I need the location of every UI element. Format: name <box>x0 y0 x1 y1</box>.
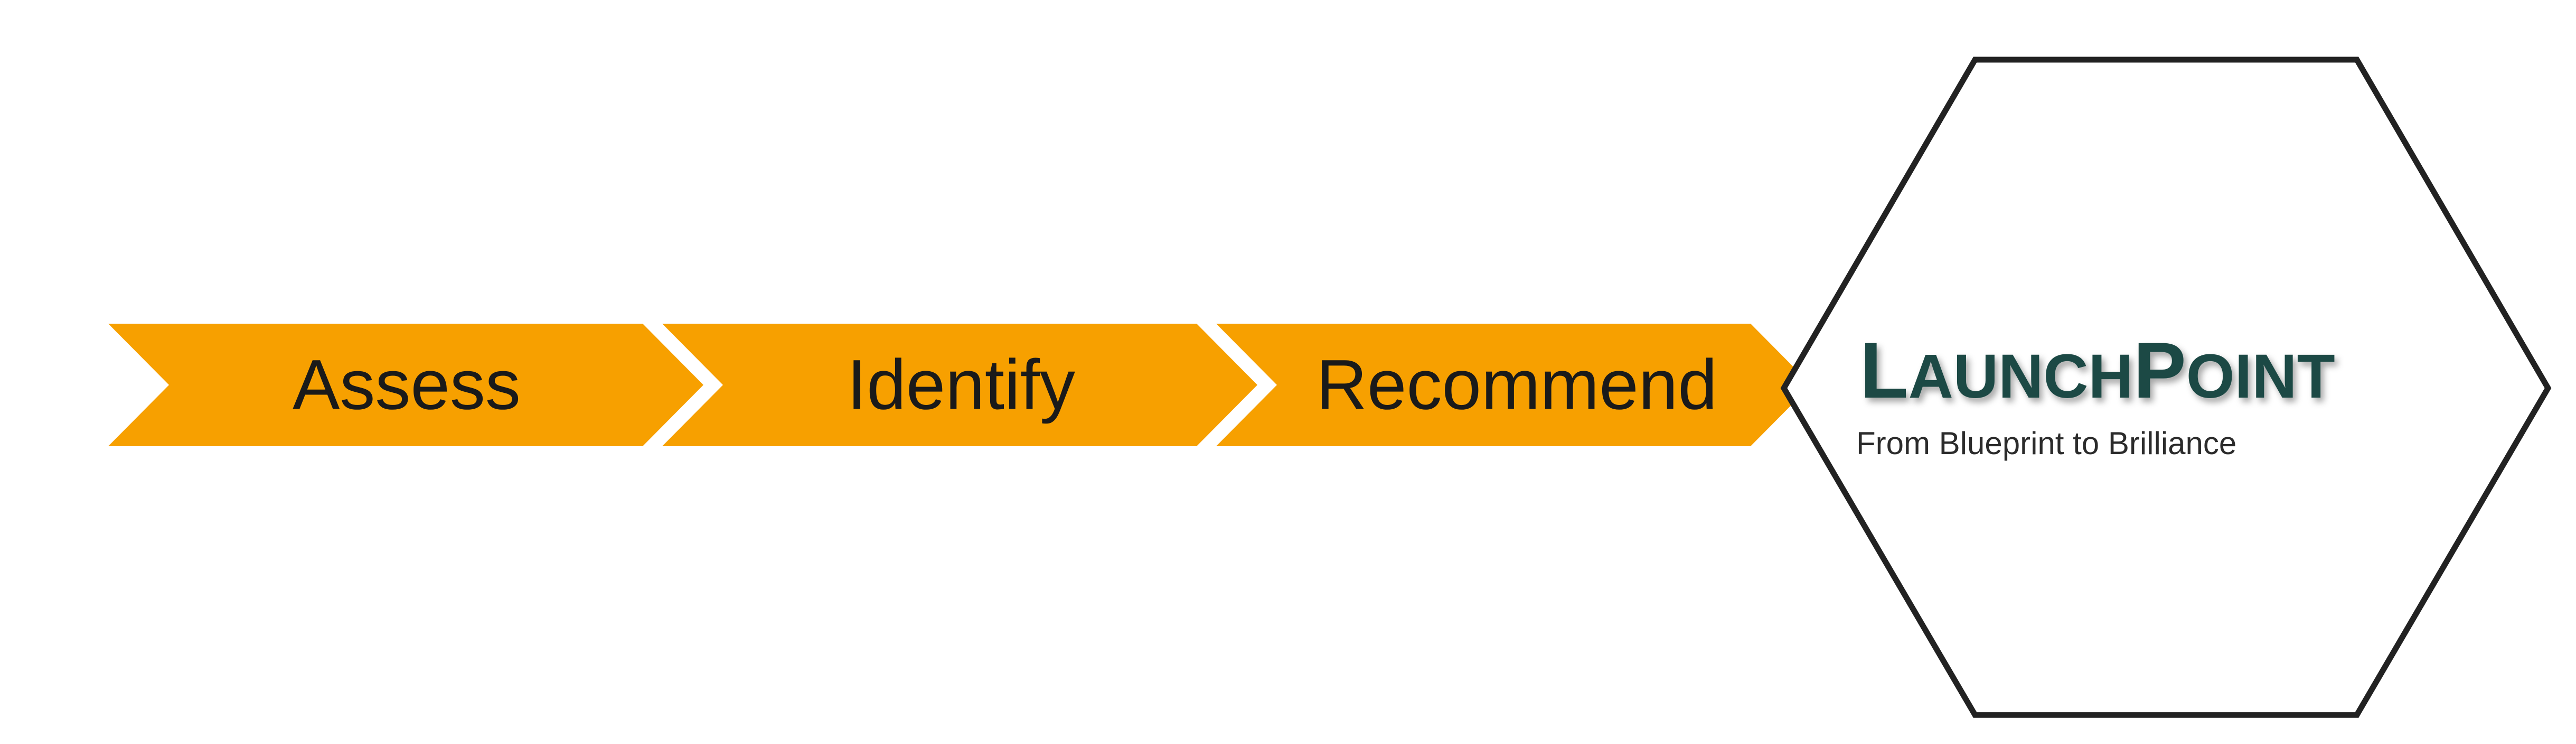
step-recommend: Recommend <box>1216 324 1811 446</box>
brand-title-part2: OINT <box>2186 342 2335 411</box>
step-label-identify: Identify <box>847 346 1075 425</box>
chevron-arrow-recommend <box>1216 324 1811 446</box>
chevron-arrow-assess <box>108 324 703 446</box>
step-label-recommend: Recommend <box>1316 346 1717 425</box>
step-assess: Assess <box>108 324 703 446</box>
step-label-assess: Assess <box>293 346 521 425</box>
brand-tagline: From Blueprint to Brilliance <box>1856 426 2236 461</box>
brand-title-initial: L <box>1860 326 1909 415</box>
step-identify: Identify <box>662 324 1257 446</box>
brand-title-part1: AUNCH <box>1909 342 2133 411</box>
brand-title: LAUNCHPOINT <box>1860 326 2335 415</box>
brand-title-mid: P <box>2133 326 2186 415</box>
chevron-arrow-identify <box>662 324 1257 446</box>
launchpoint-hexagon <box>1780 56 2552 718</box>
brand-logo: LAUNCHPOINT From Blueprint to Brilliance <box>1856 326 2335 461</box>
